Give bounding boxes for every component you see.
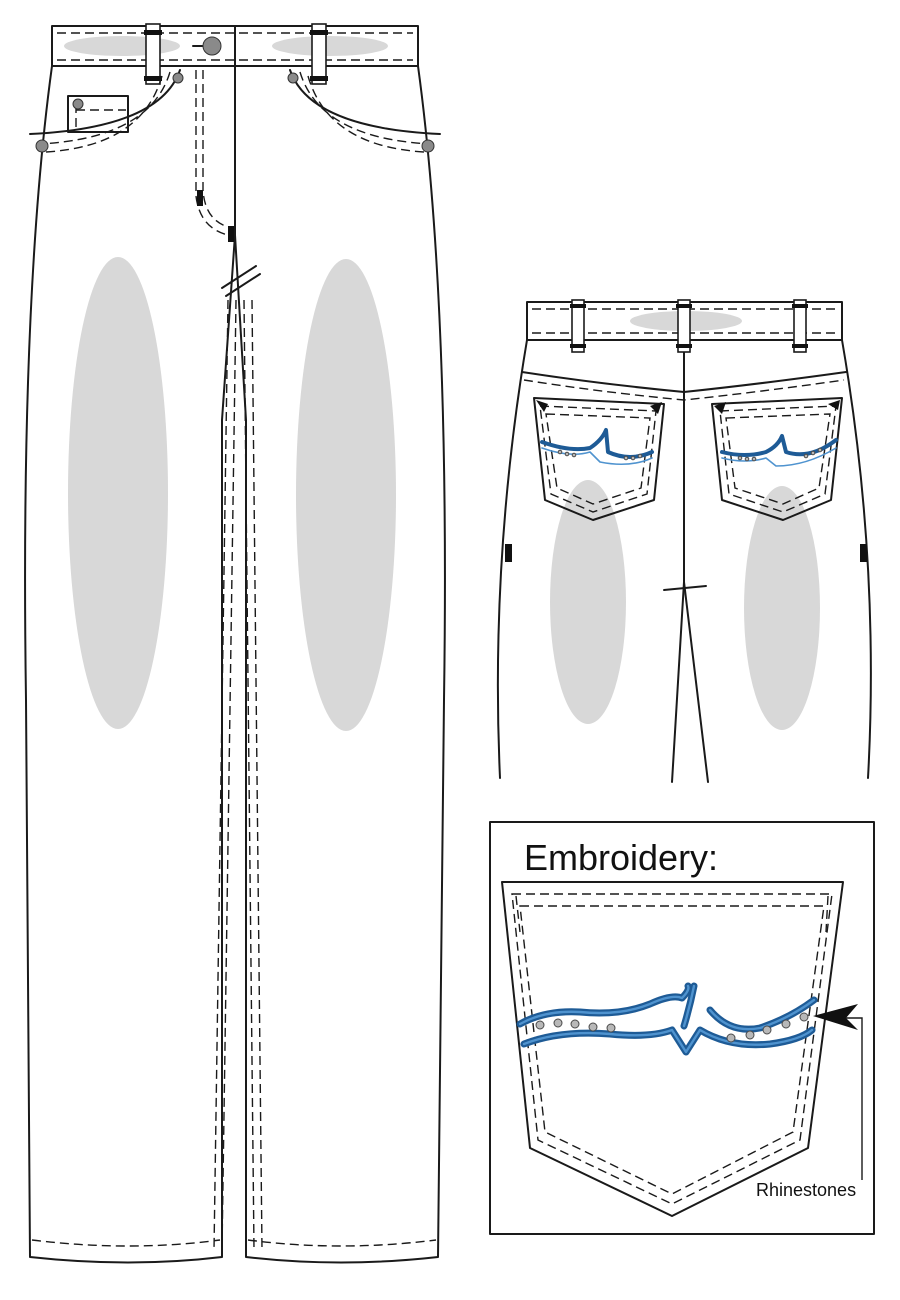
front-button bbox=[202, 36, 222, 56]
front-view bbox=[24, 23, 446, 1264]
front-pocket-left-opening bbox=[29, 69, 181, 135]
front-hem-right bbox=[247, 1239, 437, 1247]
waistband-wear-left bbox=[64, 36, 180, 56]
back-left-leg bbox=[496, 339, 528, 779]
front-belt-loop-left bbox=[144, 23, 162, 85]
waistband-wear-right bbox=[272, 36, 388, 56]
inseam-stitching-left bbox=[213, 299, 229, 1251]
back-right-wear-shading bbox=[744, 486, 820, 730]
front-right-wear-shading bbox=[296, 259, 396, 731]
back-yoke bbox=[521, 371, 847, 393]
back-pocket-right bbox=[711, 397, 843, 521]
back-belt-loops bbox=[570, 299, 808, 353]
rivet-left-pocket bbox=[35, 139, 49, 153]
detail-pocket-outline bbox=[501, 881, 844, 1217]
back-right-leg bbox=[841, 339, 872, 779]
rhinestones-callout: Rhinestones bbox=[756, 1004, 863, 1200]
inseam-stitching-right bbox=[243, 299, 255, 1251]
front-left-wear-shading bbox=[68, 257, 168, 729]
detail-title: Embroidery: bbox=[524, 837, 718, 878]
back-left-wear-shading bbox=[550, 480, 626, 724]
rivet-right-pocket bbox=[421, 139, 435, 153]
embroidery-detail-box: Embroidery: bbox=[489, 821, 875, 1235]
front-belt-loop-right bbox=[310, 23, 328, 85]
back-view bbox=[496, 299, 872, 783]
embroidery-motif bbox=[516, 982, 818, 1056]
rhinestones-label: Rhinestones bbox=[756, 1180, 856, 1200]
back-pocket-left bbox=[533, 397, 665, 521]
coin-pocket bbox=[67, 95, 129, 133]
fly-stitching bbox=[202, 70, 233, 229]
rhinestones bbox=[535, 1012, 809, 1043]
front-pocket-right-opening bbox=[289, 69, 441, 135]
